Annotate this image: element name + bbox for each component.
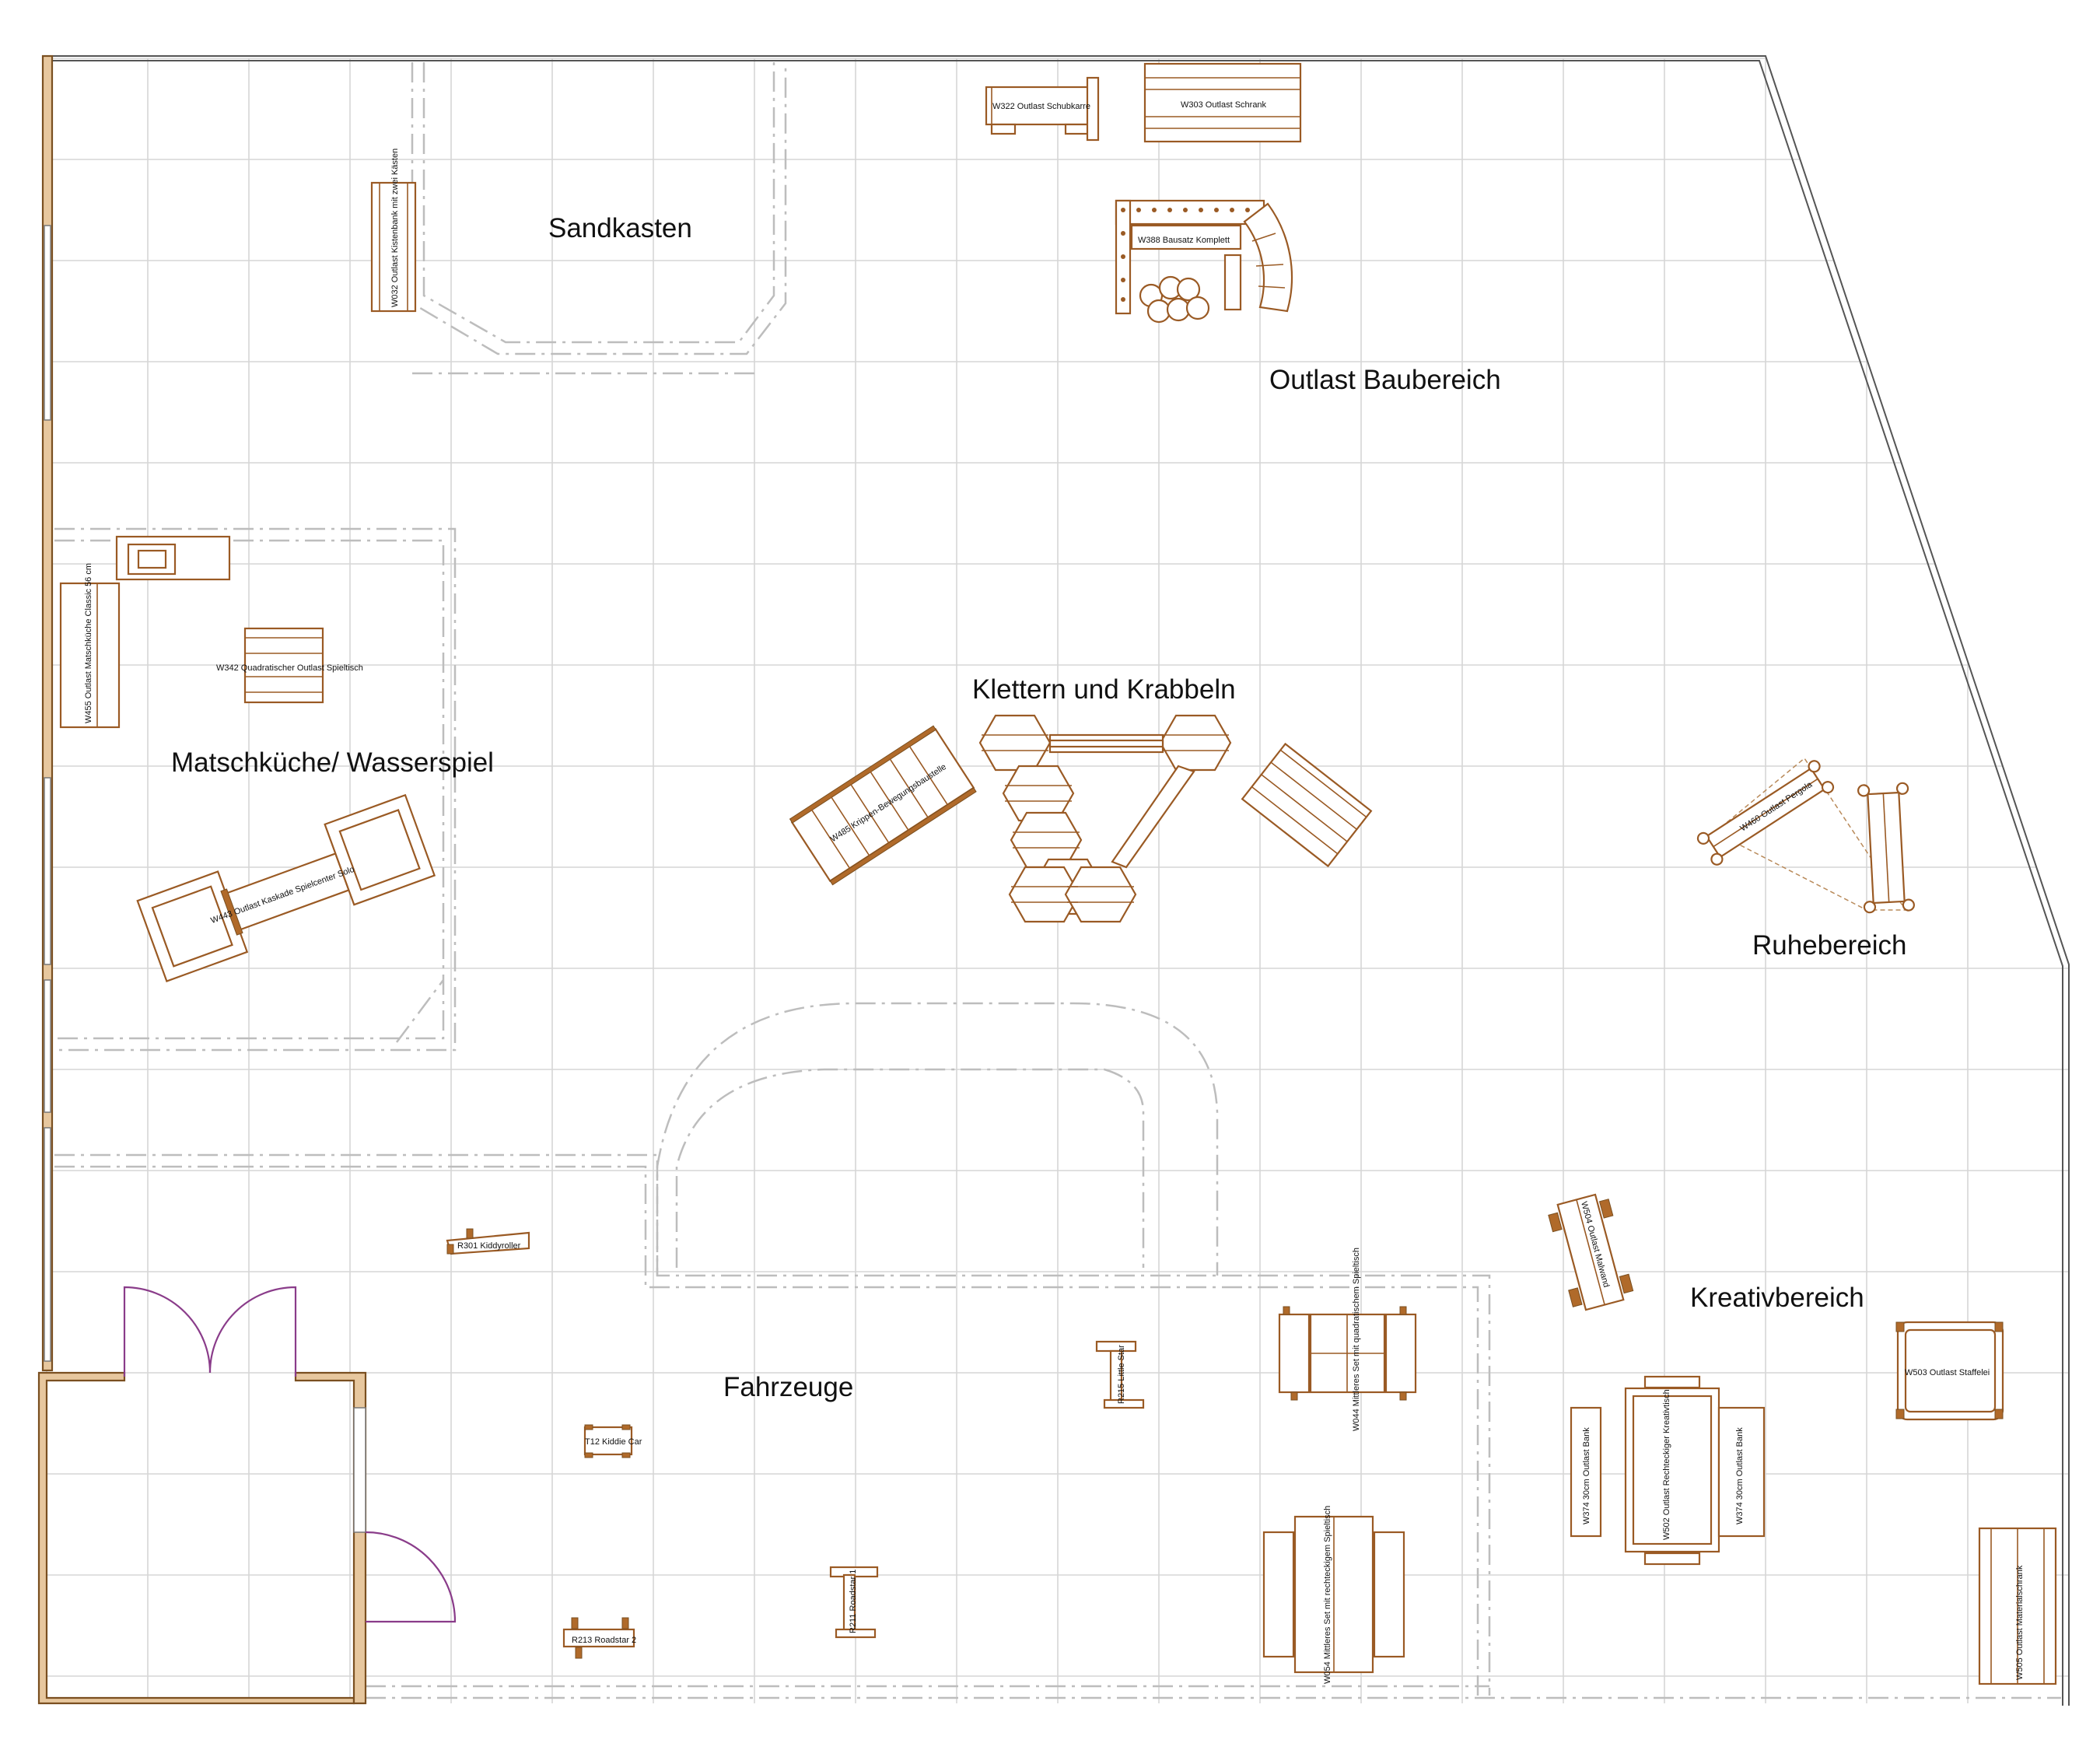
svg-text:W322 Outlast Schubkarre: W322 Outlast Schubkarre [992,102,1090,111]
svg-text:W502 Outlast Rechteckiger Krea: W502 Outlast Rechteckiger Kreativtisch [1662,1389,1671,1540]
svg-text:W044 Mittleres Set mit quadrat: W044 Mittleres Set mit quadratischem Spi… [1352,1248,1361,1431]
equipment-w303: W303 Outlast Schrank [1143,62,1302,143]
svg-text:T12 Kiddie Car: T12 Kiddie Car [585,1437,642,1447]
svg-text:W374 30cm Outlast Bank: W374 30cm Outlast Bank [1735,1427,1745,1524]
equipment-r301: R301 Kiddyroller [446,1228,530,1255]
storage-room [37,1286,457,1705]
left-wall [41,54,54,1372]
equipment-w374a: W374 30cm Outlast Bank [1570,1406,1602,1538]
equipment-w455: W455 Outlast Matschküche Classic 56 cm [59,563,121,729]
equipment-hexagon-climber [978,714,1232,923]
svg-text:W503 Outlast Staffelei: W503 Outlast Staffelei [1905,1368,1990,1377]
outside-mask [1766,56,2100,964]
zone-label-ruhe: Ruhebereich [1752,930,1906,961]
svg-text:W342 Quadratischer Outlast Spi: W342 Quadratischer Outlast Spieltisch [216,663,363,673]
log-stack [1139,275,1210,324]
zone-label-klettern: Klettern und Krabbeln [972,674,1236,705]
equipment-w054: W054 Mittleres Set mit rechteckigem Spie… [1262,1506,1405,1684]
svg-text:R301 Kiddyroller: R301 Kiddyroller [457,1241,521,1251]
equipment-w032: W032 Outlast Kistenbank mit zwei Kästen [370,149,417,313]
svg-text:W505 Outlast Materialschrank: W505 Outlast Materialschrank [2015,1565,2025,1680]
zone-label-sandkasten: Sandkasten [548,213,692,243]
equipment-w443: W443 Outlast Kaskade Spielcenter Solo [136,793,436,982]
zone-label-baubereich: Outlast Baubereich [1269,365,1501,395]
equipment-w503: W503 Outlast Staffelei [1895,1321,2004,1421]
outer-boundary [48,55,2070,1706]
svg-text:R215 Little Star: R215 Little Star [1117,1345,1126,1404]
zone-outlines [54,62,2061,1699]
svg-text:W374 30cm Outlast Bank: W374 30cm Outlast Bank [1582,1427,1591,1524]
equipment-w044: W044 Mittleres Set mit quadratischem Spi… [1278,1248,1417,1431]
equipment-w455-top [115,535,231,581]
svg-text:R213 Roadstar 2: R213 Roadstar 2 [572,1636,636,1645]
zone-label-matsch: Matschküche/ Wasserspiel [171,747,494,778]
svg-text:W455 Outlast Matschküche Class: W455 Outlast Matschküche Classic 56 cm [84,563,93,723]
equipment-ramp [1241,742,1373,868]
svg-text:W303 Outlast Schrank: W303 Outlast Schrank [1181,100,1267,110]
svg-text:W054 Mittleres Set mit rechtec: W054 Mittleres Set mit rechteckigem Spie… [1323,1506,1332,1684]
equipment-r211: R211 Roadstar 1 [829,1566,879,1639]
equipment-w322: W322 Outlast Schubkarre [985,76,1100,142]
svg-text:W032 Outlast Kistenbank mit zw: W032 Outlast Kistenbank mit zwei Kästen [390,149,400,307]
equipment-w504: W504 Outlast Malwand [1548,1193,1634,1311]
equipment-w388: W388 Bausatz Komplett [1115,199,1293,324]
grid [46,58,2070,1703]
equipment-r215: R215 Little Star [1095,1340,1145,1409]
equipment-w505: W505 Outlast Materialschrank [1978,1527,2057,1685]
equipment-r213: R213 Roadstar 2 [562,1617,636,1659]
equipment-w502: W502 Outlast Rechteckiger Kreativtisch [1624,1375,1720,1566]
zone-label-kreativ: Kreativbereich [1690,1283,1864,1313]
equipment-w374b: W374 30cm Outlast Bank [1717,1406,1766,1538]
svg-text:W460 Outlast Pergola: W460 Outlast Pergola [1738,779,1815,833]
equipment-w342: W342 Quadratischer Outlast Spieltisch [216,627,363,704]
svg-text:W388 Bausatz Komplett: W388 Bausatz Komplett [1138,236,1230,245]
svg-text:R211 Roadstar 1: R211 Roadstar 1 [849,1570,858,1633]
zone-label-fahrzeuge: Fahrzeuge [723,1372,853,1402]
equipment-w460: W460 Outlast Pergola [1696,757,1915,914]
equipment-w485: W485 Krippen-Bewegungsbaustelle [789,725,977,886]
equipment-t12: T12 Kiddie Car [583,1424,642,1458]
